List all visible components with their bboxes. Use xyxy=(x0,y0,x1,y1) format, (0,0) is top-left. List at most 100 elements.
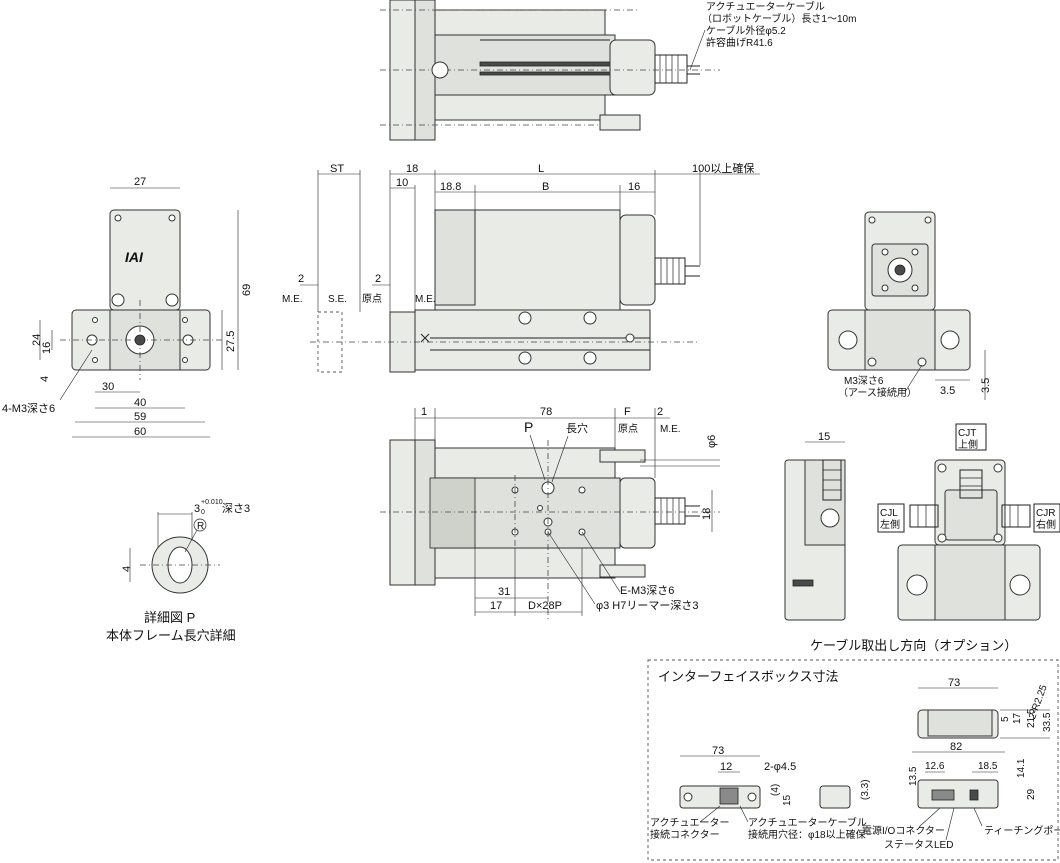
dim-2: 2 xyxy=(657,406,663,418)
dim-16: 16 xyxy=(41,342,53,354)
dim-cable-clearance: 100以上確保 xyxy=(692,161,754,175)
p-label: P xyxy=(524,419,533,435)
hole-note-phi3: φ3 H7リーマー深さ3 xyxy=(596,599,699,612)
rear-note-2: （アース接続用） xyxy=(838,386,917,399)
dim-17: 17 xyxy=(1012,712,1023,724)
top-view: アクチュエーターケーブル （ロボットケーブル）長さ1～10m ケーブル外径φ5.… xyxy=(380,0,856,141)
dim-st: ST xyxy=(330,163,344,175)
slot-label: 長穴 xyxy=(566,421,588,435)
dim-27-5: 27.5 xyxy=(225,331,237,352)
cable-note-4: 許容曲げR41.6 xyxy=(706,36,773,49)
dim-31: 31 xyxy=(498,586,510,598)
dim-f: F xyxy=(624,406,631,418)
cable-note-1: アクチュエーターケーブル xyxy=(706,0,825,13)
dim-3-5a: 3.5 xyxy=(940,385,955,397)
dim-b: B xyxy=(542,181,549,193)
dim-3-3: (3.3) xyxy=(860,779,871,800)
detail-caption-1: 詳細図 P xyxy=(144,610,195,625)
interface-box-title: インターフェイスボックス寸法 xyxy=(658,669,838,684)
cjt-label-1: CJT xyxy=(958,428,976,439)
dim-16: 16 xyxy=(628,181,640,193)
dim-33-5: 33.5 xyxy=(1042,712,1053,732)
dim-60: 60 xyxy=(134,426,146,438)
me-label-2: M.E. xyxy=(415,294,436,305)
dim-18: 18 xyxy=(406,163,418,175)
dim-18-5: 18.5 xyxy=(978,761,998,772)
dim-30: 30 xyxy=(102,381,114,393)
note-actuator-1: アクチュエーター xyxy=(650,817,730,829)
note-teaching-port: ティーチングポート xyxy=(984,824,1060,837)
hole-note-4-m3: 4-M3深さ6 xyxy=(2,402,55,415)
dim-13-5: 13.5 xyxy=(908,766,919,786)
dim-3-5b: 3.5 xyxy=(980,378,992,393)
tol-lower: 0 xyxy=(201,509,205,516)
dim-2-phi4-5: 2-φ4.5 xyxy=(764,761,796,773)
interface-box-frame xyxy=(647,659,1059,861)
dim-17: 17 xyxy=(490,600,502,612)
note-power-connector: 電源I/Oコネクター xyxy=(862,824,945,837)
se-label: S.E. xyxy=(328,294,347,305)
rear-view: M3深さ6 （アース接続用） 3.5 3.5 xyxy=(827,211,992,400)
origin-label-bottom: 原点 xyxy=(618,423,638,435)
tol-upper: +0.010 xyxy=(201,499,223,506)
dim-10: 10 xyxy=(396,177,408,189)
dim-14-1: 14.1 xyxy=(1016,758,1027,778)
dim-73b: 73 xyxy=(712,745,724,757)
iai-logo: IAI xyxy=(125,249,144,265)
bottom-view: 1 78 F 2 原点 M.E. P 長穴 φ6 18 31 17 D×28P … xyxy=(380,406,720,620)
depth-label: 深さ3 xyxy=(222,502,250,515)
detail-p: R 3 +0.010 0 深さ3 4 詳細図 P 本体フレーム長穴詳細 xyxy=(106,499,250,643)
dim-40: 40 xyxy=(134,397,146,409)
dim-phi6: φ6 xyxy=(706,435,718,448)
note-cable-2: 接続用穴径：φ18以上確保 xyxy=(748,828,866,841)
dim-18-bottom: 18 xyxy=(701,508,713,520)
dim-59: 59 xyxy=(134,411,146,423)
cjl-label-1: CJL xyxy=(880,508,898,519)
side-view: ST 18 10 L 18.8 B 16 100以上確保 2 2 M.E. S.… xyxy=(282,161,760,373)
cable-option-view: 15 CJT 上側 CJL 左側 CJR 右側 ケーブル取出し方向（オプション） xyxy=(784,423,1060,653)
me-label-bottom: M.E. xyxy=(660,424,681,435)
dim-24: 24 xyxy=(31,334,43,346)
tol-label: 3 xyxy=(194,503,200,515)
dim-69: 69 xyxy=(241,284,253,296)
cjt-label-2: 上側 xyxy=(958,438,978,451)
me-label: M.E. xyxy=(282,294,303,305)
dim-73a: 73 xyxy=(948,677,960,689)
cjl-label-2: 左側 xyxy=(880,518,900,531)
dim-15-cable: 15 xyxy=(818,431,830,443)
bottom-end-plate xyxy=(389,439,416,586)
dim-27: 27 xyxy=(134,176,146,188)
note-status-led: ステータスLED xyxy=(884,839,953,851)
cable-option-caption: ケーブル取出し方向（オプション） xyxy=(810,638,1017,653)
dim-4-paren: (4) xyxy=(770,784,781,796)
side-body-lower xyxy=(414,309,651,371)
dim-29: 29 xyxy=(1026,788,1037,800)
dim-15-ib: 15 xyxy=(782,794,793,806)
interface-box-panel: インターフェイスボックス寸法 73 2-R2.25 5 17 21.5 33.5… xyxy=(647,659,1060,861)
note-actuator-2: 接続コネクター xyxy=(650,828,720,841)
dim-2b: 2 xyxy=(375,273,381,285)
dim-12: 12 xyxy=(720,761,732,773)
dim-21-5: 21.5 xyxy=(1026,708,1037,728)
dim-l: L xyxy=(538,163,544,175)
note-cable-1: アクチュエーターケーブル xyxy=(748,816,867,829)
end-view: IAI 27 69 27.5 24 16 4 30 40 59 60 4-M3深… xyxy=(2,176,253,438)
origin-label: 原点 xyxy=(362,293,382,305)
dim-78: 78 xyxy=(540,406,552,418)
detail-caption-2: 本体フレーム長穴詳細 xyxy=(106,628,236,643)
dim-1: 1 xyxy=(421,406,427,418)
cjr-label-1: CJR xyxy=(1036,508,1055,519)
cjr-label-2: 右側 xyxy=(1036,518,1056,531)
dim-4: 4 xyxy=(39,376,51,382)
rear-note-1: M3深さ6 xyxy=(844,375,884,387)
dim-18-8: 18.8 xyxy=(440,181,461,193)
dim-4-detail: 4 xyxy=(121,566,133,572)
dim-2a: 2 xyxy=(298,273,304,285)
dim-82: 82 xyxy=(950,741,962,753)
hole-note-e-m3: E-M3深さ6 xyxy=(620,584,674,597)
dim-d-28p: D×28P xyxy=(528,600,562,612)
radius-label: R xyxy=(197,521,204,532)
cable-note-2: （ロボットケーブル）長さ1～10m xyxy=(702,12,856,25)
